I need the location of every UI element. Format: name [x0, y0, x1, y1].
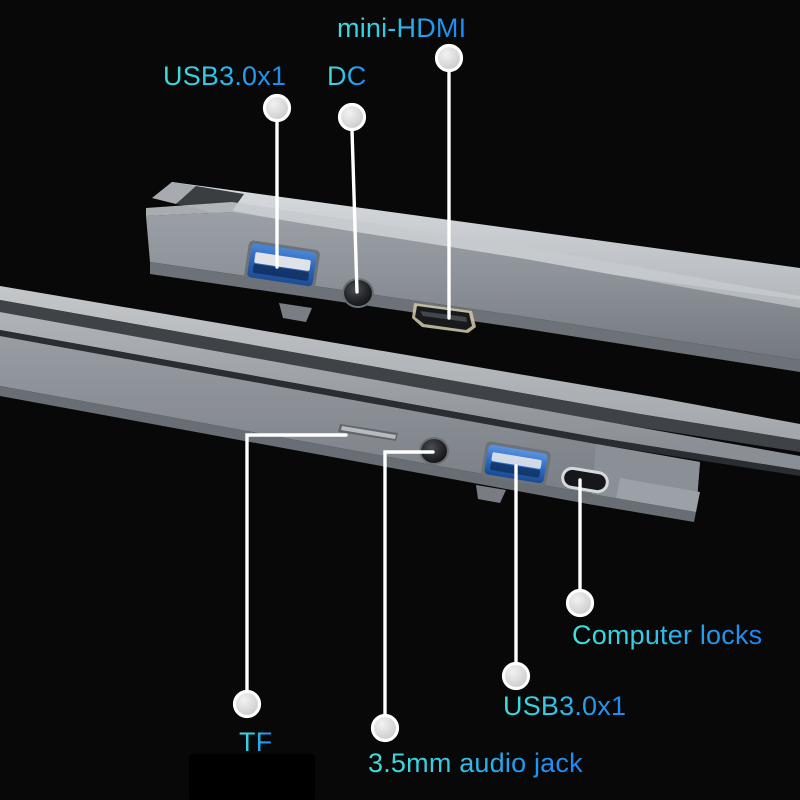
marker-locks — [565, 588, 595, 618]
label-mini-hdmi: mini-HDMI — [337, 13, 467, 43]
callout-leader-lines — [245, 71, 582, 723]
label-tf: TF — [239, 727, 273, 757]
label-dc: DC — [327, 61, 367, 91]
lower-usb-c-lock-port — [561, 466, 609, 494]
callout-markers — [232, 43, 595, 743]
lower-tf-card-slot — [338, 424, 398, 441]
upper-mini-hdmi-port — [412, 303, 476, 333]
marker-tf — [232, 689, 262, 719]
lower-body-top-face — [0, 312, 800, 470]
marker-usb-bottom — [501, 661, 531, 691]
marker-usb-top — [262, 93, 292, 123]
upper-chassis-foot — [279, 303, 312, 322]
upper-chassis-bottom-chamfer — [150, 262, 800, 372]
leader-line-dc — [350, 128, 359, 294]
label-computer-locks: Computer locks — [572, 620, 763, 650]
leader-line-audio — [383, 450, 435, 723]
upper-chassis-top-chamfer — [146, 202, 800, 308]
marker-audio — [370, 713, 400, 743]
lower-lid-seam — [0, 300, 800, 452]
lower-chassis-foot — [476, 485, 506, 503]
lower-laptop-body — [0, 286, 800, 522]
lower-body-seam-line — [0, 330, 800, 476]
label-audio-jack: 3.5mm audio jack — [368, 748, 583, 778]
leader-line-tf — [245, 433, 348, 698]
upper-hinge-nub — [152, 182, 196, 204]
lower-usb-a-port — [481, 441, 551, 487]
label-usb-bottom: USB3.0x1 — [503, 691, 627, 721]
marker-mini-hdmi — [434, 43, 464, 73]
upper-laptop-body — [146, 182, 800, 372]
bottom-black-panel — [189, 754, 315, 800]
label-usb-top: USB3.0x1 — [163, 61, 287, 91]
lower-chassis-right-lip — [616, 478, 700, 512]
lower-chassis-bottom-chamfer — [0, 386, 696, 522]
marker-dc — [337, 102, 367, 132]
upper-usb-a-port — [244, 240, 320, 290]
lower-lid-top-face — [0, 286, 800, 440]
